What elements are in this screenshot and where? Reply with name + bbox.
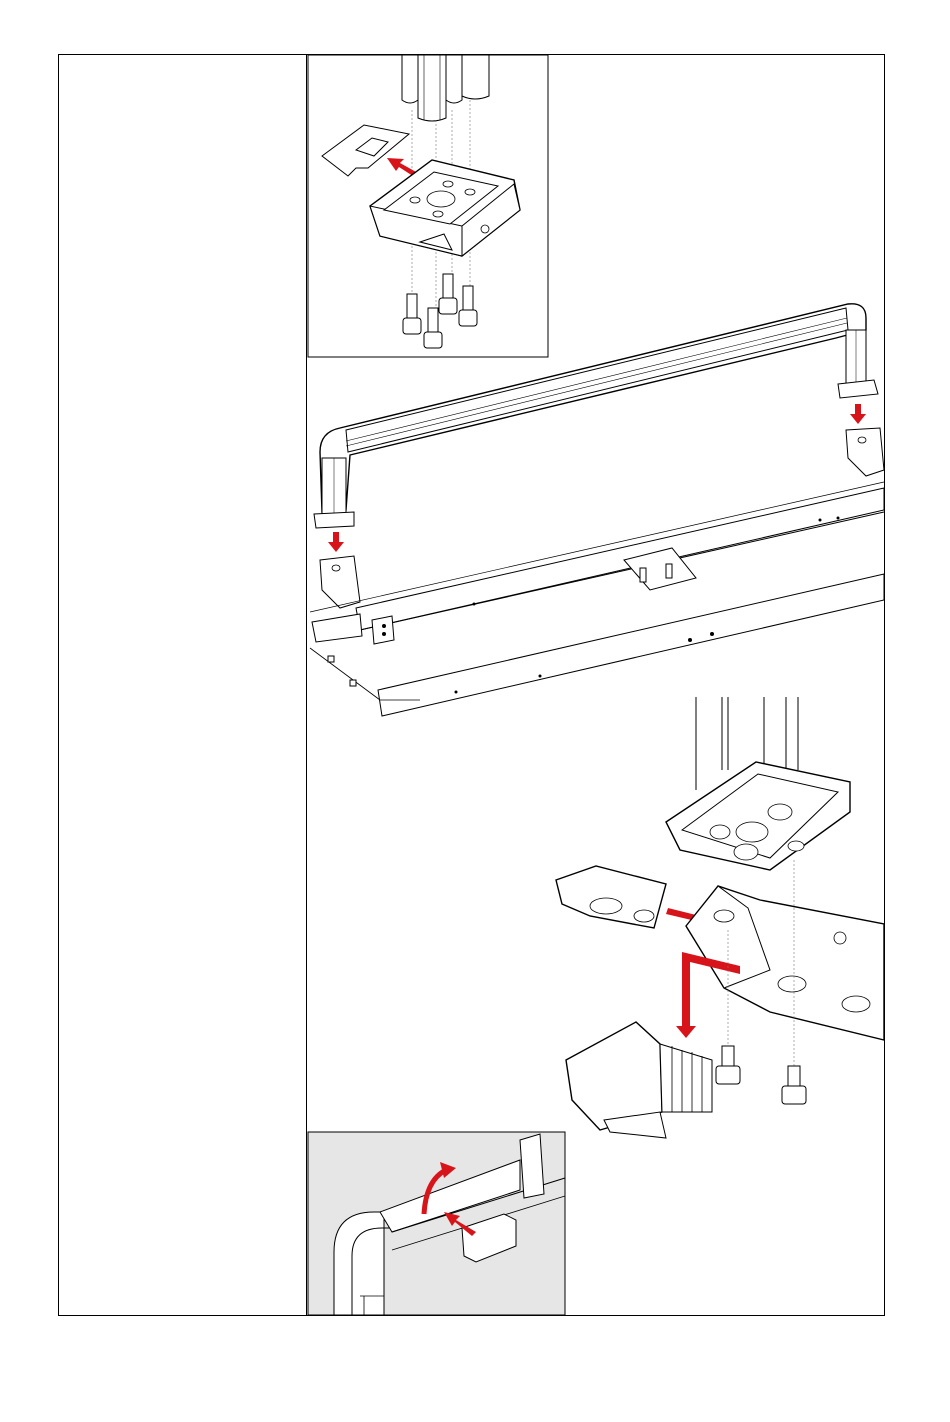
- down-arrow-corner: [676, 952, 740, 1038]
- down-arrow-left: [328, 532, 344, 552]
- end-cap: [566, 1022, 712, 1138]
- down-arrow-right: [850, 404, 866, 424]
- insert-piece: [556, 866, 666, 928]
- frame-rails: [310, 482, 884, 716]
- mount-plate-right: [846, 428, 884, 476]
- inset-bottom-figure: [308, 1132, 565, 1315]
- mount-plate-left: [320, 556, 360, 608]
- main-frame-figure: [310, 304, 884, 716]
- bracket-tray: [666, 762, 850, 870]
- inset-top-figure: [308, 55, 548, 357]
- corner-detail-figure: [556, 697, 884, 1138]
